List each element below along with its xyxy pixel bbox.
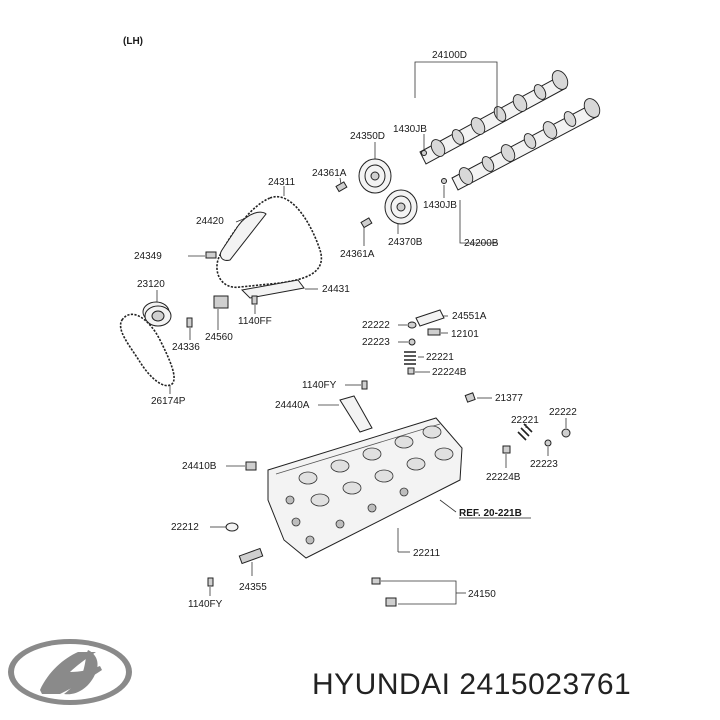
label-1430JB-b: 1430JB — [423, 200, 457, 211]
part-22223-upper — [408, 338, 416, 346]
label-26174P: 26174P — [151, 396, 186, 407]
label-24440A: 24440A — [275, 400, 310, 411]
bolt-24361a-lower — [360, 217, 373, 229]
label-24431: 24431 — [322, 284, 350, 295]
label-22223-b: 22223 — [530, 459, 558, 470]
bolt-1140fy-upper — [361, 380, 368, 390]
label-22224B-a: 22224B — [432, 367, 467, 378]
label-24355: 24355 — [239, 582, 267, 593]
label-24200B: 24200B — [464, 238, 499, 249]
label-24361A-b: 24361A — [340, 249, 375, 260]
camshaft-lower — [451, 98, 601, 191]
bolt-1140fy-lower — [207, 577, 214, 587]
chain-26174p — [119, 313, 175, 387]
part-24150 — [371, 577, 397, 607]
label-24350D: 24350D — [350, 131, 385, 142]
label-24361A-a: 24361A — [312, 168, 347, 179]
label-22222-a: 22222 — [362, 320, 390, 331]
part-22222-right — [561, 428, 571, 438]
label-22221-a: 22221 — [426, 352, 454, 363]
part-21377 — [464, 392, 476, 403]
hyundai-logo — [8, 639, 132, 705]
sensor-24355 — [238, 547, 264, 565]
label-24551A: 24551A — [452, 311, 487, 322]
pin-1430jb-upper — [421, 150, 427, 156]
part-22223-right — [544, 439, 552, 447]
bolt-24349 — [205, 251, 217, 259]
label-ref: REF. 20-221B — [459, 508, 522, 519]
tensioner-arm-24431 — [240, 279, 305, 299]
label-22224B-b: 22224B — [486, 472, 521, 483]
bolt-24336 — [186, 317, 193, 328]
label-21377: 21377 — [495, 393, 523, 404]
label-24336: 24336 — [172, 342, 200, 353]
cam-sprocket-24370B — [384, 189, 418, 225]
valve-spring-22221-right — [517, 423, 533, 441]
label-22223-a: 22223 — [362, 337, 390, 348]
label-24100D: 24100D — [432, 50, 467, 61]
plug-24410b — [245, 461, 257, 471]
label-22222-b: 22222 — [549, 407, 577, 418]
part-12101 — [427, 328, 441, 336]
label-1140FY-a: 1140FY — [302, 380, 337, 391]
label-22221-b: 22221 — [511, 415, 539, 426]
side-label: (LH) — [123, 36, 143, 47]
label-1140FF: 1140FF — [238, 316, 272, 327]
label-22211: 22211 — [413, 548, 441, 559]
label-24349: 24349 — [134, 251, 162, 262]
valve-spring-22221-upper — [404, 351, 416, 365]
label-24560: 24560 — [205, 332, 233, 343]
label-22212: 22212 — [171, 522, 199, 533]
label-1140FY-b: 1140FY — [188, 599, 223, 610]
label-24420: 24420 — [196, 216, 224, 227]
label-24150: 24150 — [468, 589, 496, 600]
bolt-1140ff — [251, 295, 258, 305]
label-12101: 12101 — [451, 329, 479, 340]
cylinder-head — [267, 417, 463, 559]
chain-guide-24420 — [219, 211, 267, 261]
part-number-caption: HYUNDAI 2415023761 — [312, 668, 632, 701]
washer-22212 — [225, 522, 239, 532]
seal-22224b-upper — [407, 367, 415, 375]
bolt-24361a-upper — [335, 181, 348, 193]
camshaft-upper — [419, 70, 569, 165]
label-24311: 24311 — [268, 177, 296, 188]
part-22222-upper — [407, 321, 417, 329]
label-24410B: 24410B — [182, 461, 217, 472]
cam-sprocket-24350D — [358, 158, 392, 194]
label-23120: 23120 — [137, 279, 165, 290]
rocker-arm-24551a — [415, 309, 445, 327]
label-1430JB-a: 1430JB — [393, 124, 427, 135]
crank-sprocket-23120 — [142, 301, 172, 327]
seal-22224b-right — [502, 445, 511, 454]
pin-1430jb-lower — [441, 178, 447, 184]
bracket-24440a — [339, 395, 373, 433]
label-24370B: 24370B — [388, 237, 423, 248]
tensioner-24560 — [213, 295, 229, 309]
